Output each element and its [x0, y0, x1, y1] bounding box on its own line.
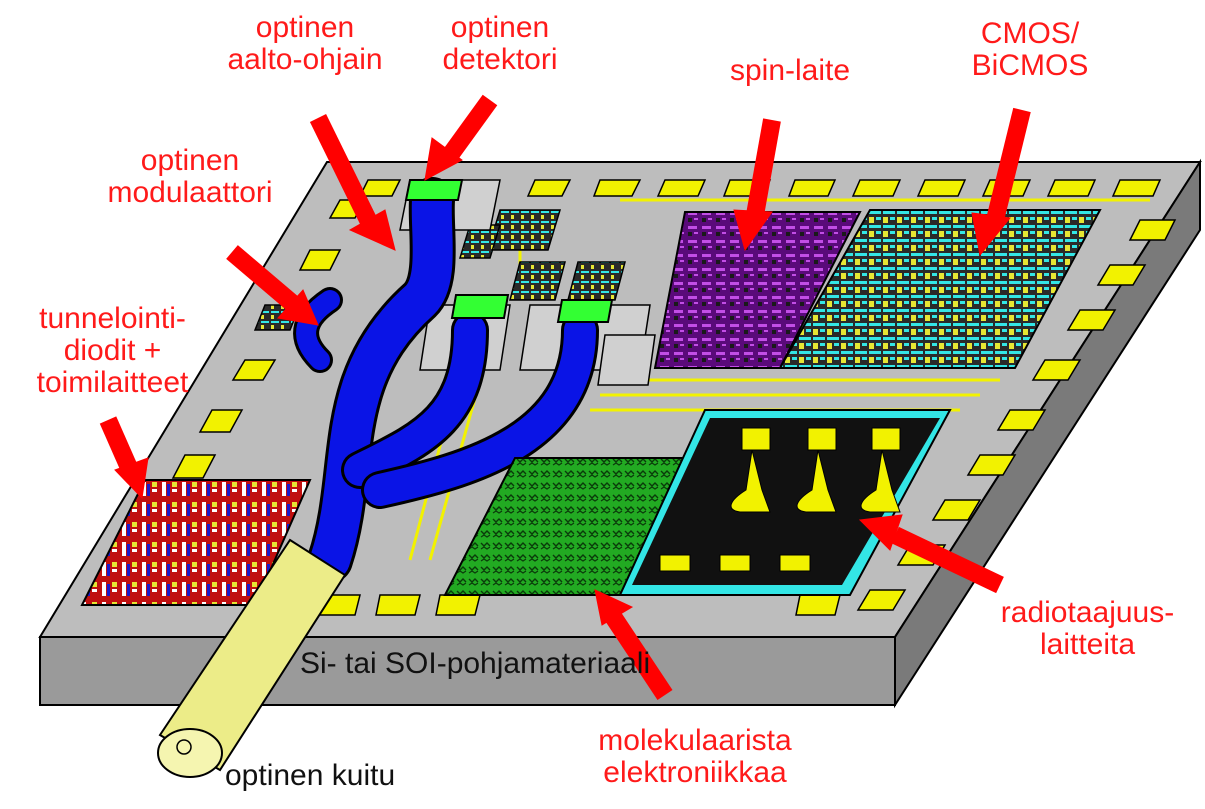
pointer-arrows: [99, 94, 1031, 700]
rf-devices-block: [618, 409, 952, 596]
arrow-modulator: [226, 245, 319, 326]
optical-detectors: [404, 179, 614, 323]
arrow-spin: [733, 118, 781, 252]
arrow-detector: [424, 94, 498, 181]
cmos-block: [778, 209, 1102, 369]
label-fiber: optinen kuitu: [225, 759, 396, 792]
optical-waveguide: [293, 177, 599, 583]
arrow-cmos: [971, 107, 1031, 257]
arrow-tunneling: [99, 416, 149, 500]
label-rf-devices: radiotaajuus- laitteita: [1000, 596, 1175, 661]
label-optical-waveguide: optinen aalto-ohjain: [227, 11, 383, 76]
label-cmos: CMOS/ BiCMOS: [971, 17, 1089, 82]
arrow-molecular: [594, 589, 673, 700]
label-molecular: molekulaarista elektroniikkaa: [598, 724, 792, 789]
label-optical-detector: optinen detektori: [442, 11, 558, 76]
arrow-waveguide: [309, 114, 396, 251]
logic-blocks: [253, 209, 626, 331]
label-spin-device: spin-laite: [729, 54, 851, 87]
label-optical-modulator: optinen modulaattori: [107, 144, 273, 209]
optical-fiber: [157, 538, 347, 778]
label-substrate: Si- tai SOI-pohjamateriaali: [300, 647, 651, 680]
spin-device-block: [653, 211, 862, 369]
label-tunneling: tunnelointi- diodit + toimilaitteet: [36, 302, 189, 399]
arrow-rf: [858, 514, 1004, 594]
